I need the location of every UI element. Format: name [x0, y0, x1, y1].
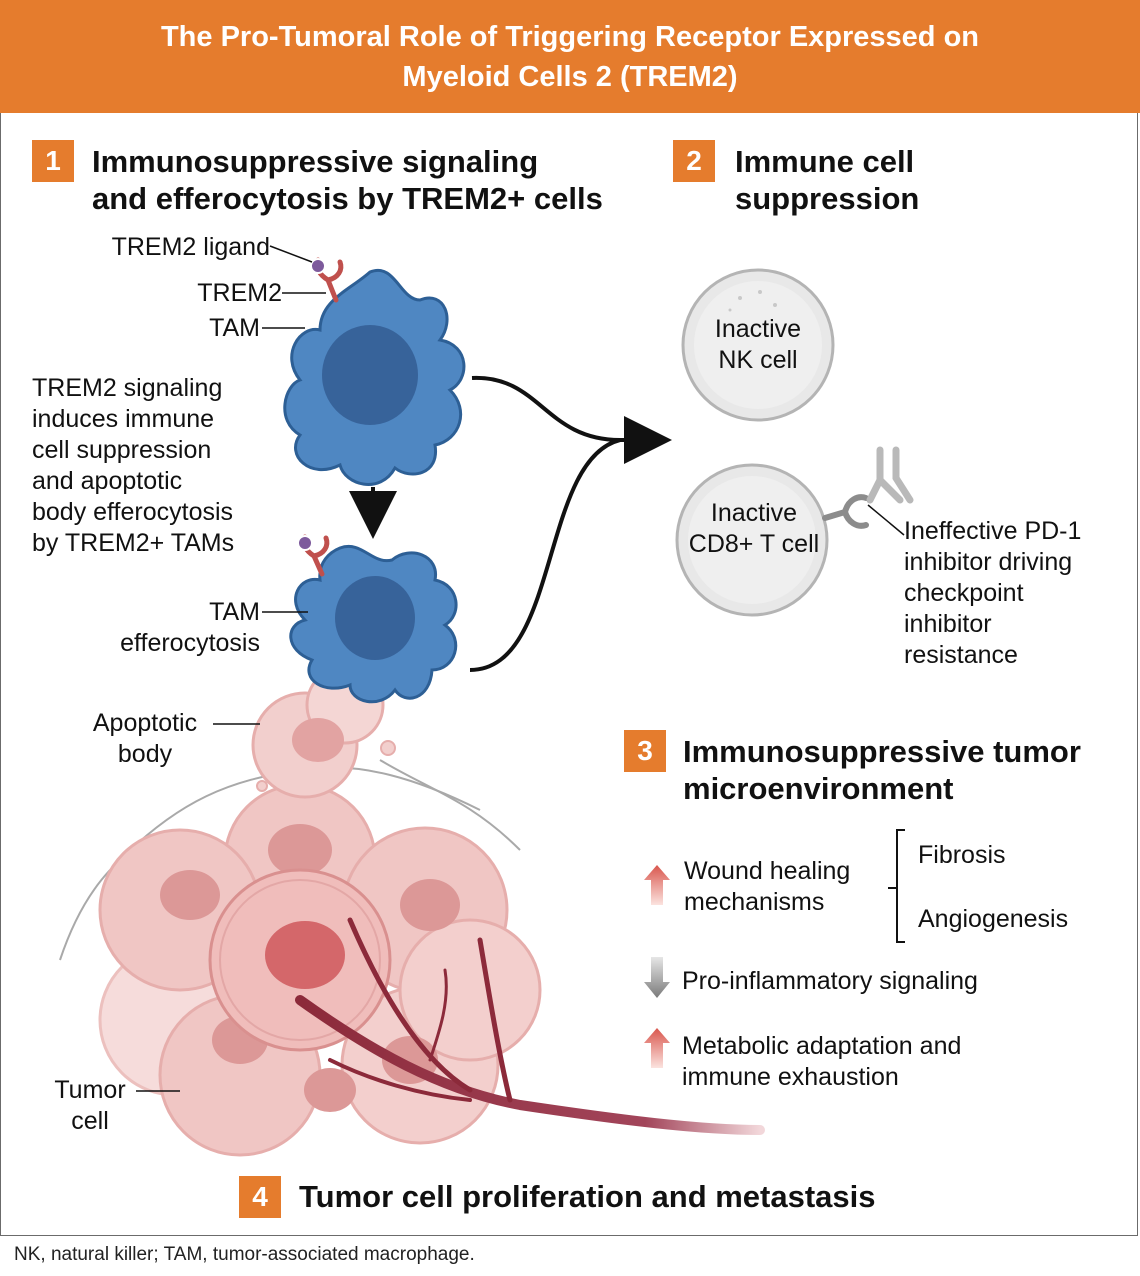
nk-cell-label: Inactive NK cell: [688, 314, 828, 376]
apoptotic-label-line-2: body: [117, 740, 173, 768]
up-arrow-icon-wound: [644, 865, 670, 905]
wound-line-2: mechanisms: [684, 888, 825, 916]
tam-efferocytosis-label-1: TAM: [209, 598, 260, 626]
section-3-title: Immunosuppressive tumor microenvironment: [683, 733, 1081, 807]
section-2-title-line-2: suppression: [735, 181, 920, 216]
tumor-label-line-1: Tumor: [54, 1076, 126, 1104]
title-line-2: Myeloid Cells 2 (TREM2): [402, 60, 738, 93]
section-3-title-line-2: microenvironment: [683, 771, 954, 806]
desc-line-5: body efferocytosis: [32, 498, 234, 526]
wound-healing-label: Wound healing mechanisms: [684, 856, 850, 918]
cd8-label-line-1: Inactive: [710, 499, 798, 527]
tumor-mass: [59, 759, 542, 1157]
cd8-label-line-2: CD8+ T cell: [688, 530, 820, 558]
nk-label-line-2: NK cell: [718, 346, 798, 374]
bracket: [888, 829, 905, 943]
blood-vessel: [295, 917, 765, 1135]
footnote: NK, natural killer; TAM, tumor-associate…: [14, 1244, 475, 1265]
metabolic-adaptation-label: Metabolic adaptation and immune exhausti…: [682, 1031, 961, 1093]
section-4-number: 4: [239, 1176, 281, 1218]
pd1-line-1: Ineffective PD-1: [904, 517, 1082, 545]
tam-cell-1: [283, 268, 466, 486]
desc-line-1: TREM2 signaling: [32, 374, 223, 402]
arrow-to-immune-bottom: [469, 438, 621, 672]
tam-cell-2: [289, 544, 458, 704]
metabolic-line-2: immune exhaustion: [682, 1063, 899, 1091]
trem2-receptor-2: [297, 534, 330, 577]
trem2-label: TREM2: [197, 279, 282, 307]
arrow-to-immune-top: [471, 375, 672, 464]
section-2-title: Immune cell suppression: [735, 143, 919, 217]
section-2-number: 2: [673, 140, 715, 182]
nk-cell: [681, 268, 835, 422]
tumor-cell-label: Tumor cell: [44, 1075, 136, 1137]
title-line-1: The Pro-Tumoral Role of Triggering Recep…: [160, 20, 980, 53]
desc-line-2: induces immune: [32, 405, 215, 433]
pd1-line-5: resistance: [904, 641, 1018, 669]
tam-label: TAM: [209, 314, 260, 342]
tumor-label-line-2: cell: [71, 1107, 109, 1135]
pro-inflammatory-label: Pro-inflammatory signaling: [682, 967, 978, 995]
pd1-line-3: checkpoint: [904, 579, 1024, 607]
angiogenesis-label: Angiogenesis: [918, 905, 1069, 933]
desc-line-4: and apoptotic: [32, 467, 183, 495]
trem2-receptor-1: [310, 257, 344, 303]
apoptotic-body-label: Apoptotic body: [78, 708, 212, 770]
cd8-cell-label: Inactive CD8+ T cell: [672, 498, 836, 560]
desc-line-6: by TREM2+ TAMs: [32, 529, 235, 557]
cd8-t-cell: [675, 446, 914, 617]
section-1-number: 1: [32, 140, 74, 182]
down-arrow-icon-inflammatory: [644, 957, 670, 998]
metabolic-line-1: Metabolic adaptation and: [682, 1032, 962, 1060]
section-1-title: Immunosuppressive signaling and efferocy…: [92, 143, 603, 217]
figure-title: The Pro-Tumoral Role of Triggering Recep…: [0, 0, 1140, 113]
tam-efferocytosis-label-2: efferocytosis: [120, 629, 260, 657]
desc-line-3: cell suppression: [32, 436, 212, 464]
section-2-title-line-1: Immune cell: [735, 144, 915, 179]
section-3-title-line-1: Immunosuppressive tumor: [683, 734, 1081, 769]
trem2-signaling-description: TREM2 signaling induces immune cell supp…: [32, 373, 234, 559]
section-1-title-line-1: Immunosuppressive signaling: [92, 144, 539, 179]
leader-lines: [136, 245, 326, 1092]
nk-label-line-1: Inactive: [714, 315, 802, 343]
pd1-line-4: inhibitor: [904, 610, 992, 638]
pd1-line-2: inhibitor driving: [904, 548, 1073, 576]
pd1-inhibitor-label: Ineffective PD-1 inhibitor driving check…: [904, 516, 1081, 671]
up-arrow-icon-metabolic: [644, 1028, 670, 1068]
apoptotic-label-line-1: Apoptotic: [92, 709, 198, 737]
section-1-title-line-2: and efferocytosis by TREM2+ cells: [92, 181, 603, 216]
wound-line-1: Wound healing: [684, 857, 851, 885]
trem2-ligand-label: TREM2 ligand: [111, 233, 270, 261]
section-4-title: Tumor cell proliferation and metastasis: [299, 1179, 876, 1214]
section-3-number: 3: [624, 730, 666, 772]
fibrosis-label: Fibrosis: [918, 841, 1006, 869]
